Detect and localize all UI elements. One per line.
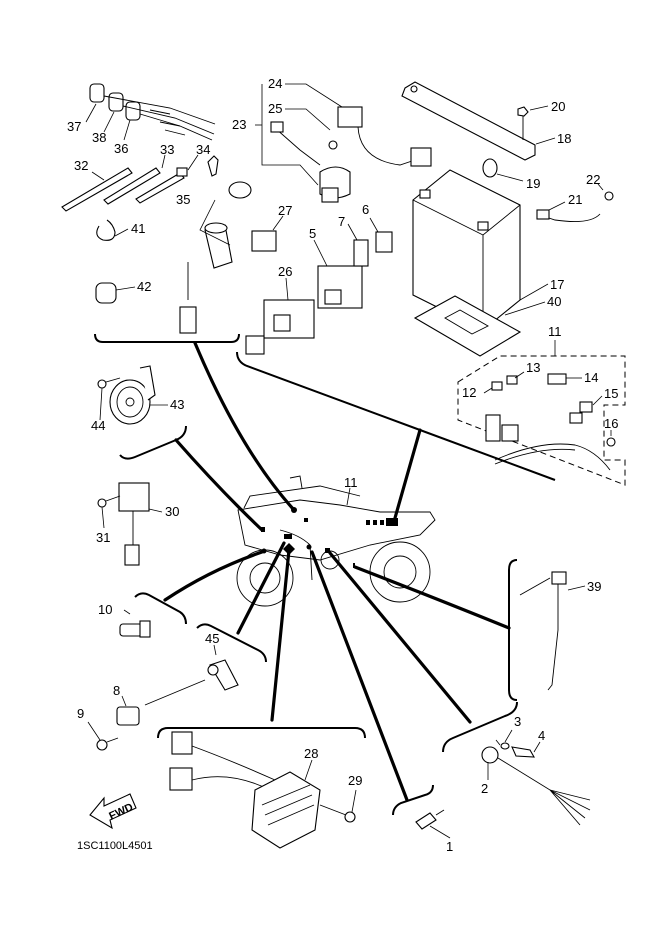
callout-21[interactable]: 21 — [568, 192, 582, 207]
battery-17 — [412, 169, 521, 331]
callout-10[interactable]: 10 — [98, 602, 112, 617]
callout-35[interactable]: 35 — [176, 192, 190, 207]
callout-15[interactable]: 15 — [604, 386, 618, 401]
cdi-unit-5 — [317, 265, 363, 309]
callout-13[interactable]: 13 — [526, 360, 540, 375]
bolt-44 — [97, 379, 107, 389]
screw-16 — [606, 437, 616, 447]
horn-43 — [109, 365, 156, 425]
callout-32[interactable]: 32 — [74, 158, 88, 173]
callout-23[interactable]: 23 — [232, 117, 246, 132]
switch-10 — [119, 620, 151, 638]
cover-6 — [375, 231, 393, 253]
callout-44[interactable]: 44 — [91, 418, 105, 433]
callout-6[interactable]: 6 — [362, 202, 369, 217]
fwd-arrow-icon: FWD — [89, 793, 137, 830]
callout-30[interactable]: 30 — [165, 504, 179, 519]
clip-42 — [95, 282, 117, 304]
bolt-22 — [604, 191, 614, 201]
callout-17[interactable]: 17 — [550, 277, 564, 292]
bolt-29 — [344, 811, 356, 823]
callout-42[interactable]: 42 — [137, 279, 151, 294]
callout-22[interactable]: 22 — [586, 172, 600, 187]
callout-8[interactable]: 8 — [113, 683, 120, 698]
callout-24[interactable]: 24 — [268, 76, 282, 91]
callout-1[interactable]: 1 — [446, 839, 453, 854]
battery-pad-40 — [413, 295, 522, 357]
rectifier-regulator-28 — [169, 731, 321, 849]
harness-caps-group — [89, 83, 216, 141]
callout-34[interactable]: 34 — [196, 142, 210, 157]
callout-31[interactable]: 31 — [96, 530, 110, 545]
wire-harness-11 — [485, 373, 611, 471]
callout-3[interactable]: 3 — [514, 714, 521, 729]
callout-26[interactable]: 26 — [278, 264, 292, 279]
starter-relay-23 — [270, 106, 432, 203]
callout-7[interactable]: 7 — [338, 214, 345, 229]
sensor-lead-2 — [481, 746, 591, 826]
clamp-41 — [96, 219, 116, 241]
switch-39 — [519, 571, 567, 691]
bolt-4 — [511, 746, 535, 758]
callout-28[interactable]: 28 — [304, 746, 318, 761]
cable-ties — [61, 167, 188, 212]
callout-33[interactable]: 33 — [160, 142, 174, 157]
callout-4[interactable]: 4 — [538, 728, 545, 743]
damper-19 — [482, 158, 498, 178]
callout-38[interactable]: 38 — [92, 130, 106, 145]
callout-37[interactable]: 37 — [67, 119, 81, 134]
bolt-31 — [97, 498, 107, 508]
callout-25[interactable]: 25 — [268, 101, 282, 116]
callout-41[interactable]: 41 — [131, 221, 145, 236]
callout-11-top[interactable]: 11 — [548, 324, 562, 339]
battery-band-18 — [401, 81, 536, 161]
callout-39[interactable]: 39 — [587, 579, 601, 594]
callout-5[interactable]: 5 — [309, 226, 316, 241]
callout-20[interactable]: 20 — [551, 99, 565, 114]
plug-cap-45 — [207, 659, 239, 691]
callout-43[interactable]: 43 — [170, 397, 184, 412]
callout-14[interactable]: 14 — [584, 370, 598, 385]
sensor-1 — [415, 809, 445, 830]
diagram-code: 1SC1100L4501 — [77, 840, 153, 852]
callout-11-atv[interactable]: 11 — [344, 475, 358, 490]
relay-30 — [118, 482, 150, 566]
ignition-coil-26 — [245, 299, 315, 355]
callout-45[interactable]: 45 — [205, 631, 219, 646]
callout-27[interactable]: 27 — [278, 203, 292, 218]
battery-cable-21 — [539, 213, 601, 222]
bracket-7 — [353, 239, 369, 267]
callout-2[interactable]: 2 — [481, 781, 488, 796]
relay-27 — [251, 230, 277, 252]
callout-16[interactable]: 16 — [604, 416, 618, 431]
sensor-8 — [116, 679, 206, 726]
main-switch-35 — [179, 155, 252, 334]
bolt-9 — [96, 739, 108, 751]
washer-3 — [500, 742, 510, 750]
callout-9[interactable]: 9 — [77, 706, 84, 721]
callout-40[interactable]: 40 — [547, 294, 561, 309]
callout-12[interactable]: 12 — [462, 385, 476, 400]
bolt-20 — [517, 106, 529, 140]
harness-group-box — [457, 355, 626, 486]
callout-36[interactable]: 36 — [114, 141, 128, 156]
callout-19[interactable]: 19 — [526, 176, 540, 191]
callout-29[interactable]: 29 — [348, 773, 362, 788]
callout-18[interactable]: 18 — [557, 131, 571, 146]
